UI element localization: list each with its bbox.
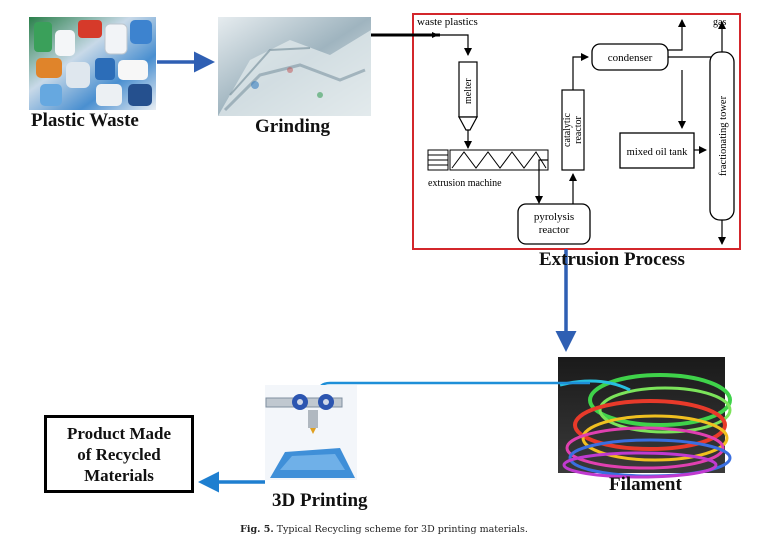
label-catalytic-1: catalytic	[562, 113, 573, 147]
label-catalytic-2: reactor	[573, 115, 584, 143]
caption-text: Typical Recycling scheme for 3D printing…	[276, 524, 528, 535]
label-plastic-waste: Plastic Waste	[31, 110, 139, 131]
label-condenser: condenser	[608, 52, 653, 64]
label-3d-printing: 3D Printing	[272, 490, 368, 511]
product-line-2: of Recycled	[77, 444, 161, 464]
label-pyrolysis-1: pyrolysis	[534, 211, 574, 223]
printer-image	[265, 385, 357, 480]
pyrolysis-reactor	[517, 203, 591, 245]
grinding-image	[218, 17, 371, 116]
product-box: Product Made of Recycled Materials	[44, 415, 194, 493]
product-line-3: Materials	[84, 465, 154, 485]
label-grinding: Grinding	[255, 116, 330, 137]
label-melter: melter	[463, 78, 474, 104]
product-line-1: Product Made	[66, 423, 172, 443]
plastic-waste-image	[29, 17, 156, 110]
caption-fig-number: Fig. 5.	[240, 524, 274, 535]
label-pyrolysis-2: reactor	[539, 224, 570, 236]
extrusion-process-box	[412, 13, 741, 250]
label-extrusion-machine: extrusion machine	[428, 178, 502, 189]
label-gas: gas	[713, 17, 726, 28]
melter	[457, 61, 479, 149]
mixed-oil-tank	[619, 132, 695, 169]
label-mixed-oil-tank: mixed oil tank	[627, 147, 688, 158]
label-filament: Filament	[609, 474, 682, 495]
label-fractionating-tower: fractionating tower	[718, 95, 729, 176]
figure-caption: Fig. 5. Typical Recycling scheme for 3D …	[0, 524, 768, 535]
extrusion-machine	[427, 149, 549, 204]
label-extrusion-process: Extrusion Process	[539, 249, 685, 270]
filament-feed-line	[316, 381, 590, 400]
label-waste-plastics: waste plastics	[417, 16, 478, 28]
filament-image	[558, 357, 732, 479]
